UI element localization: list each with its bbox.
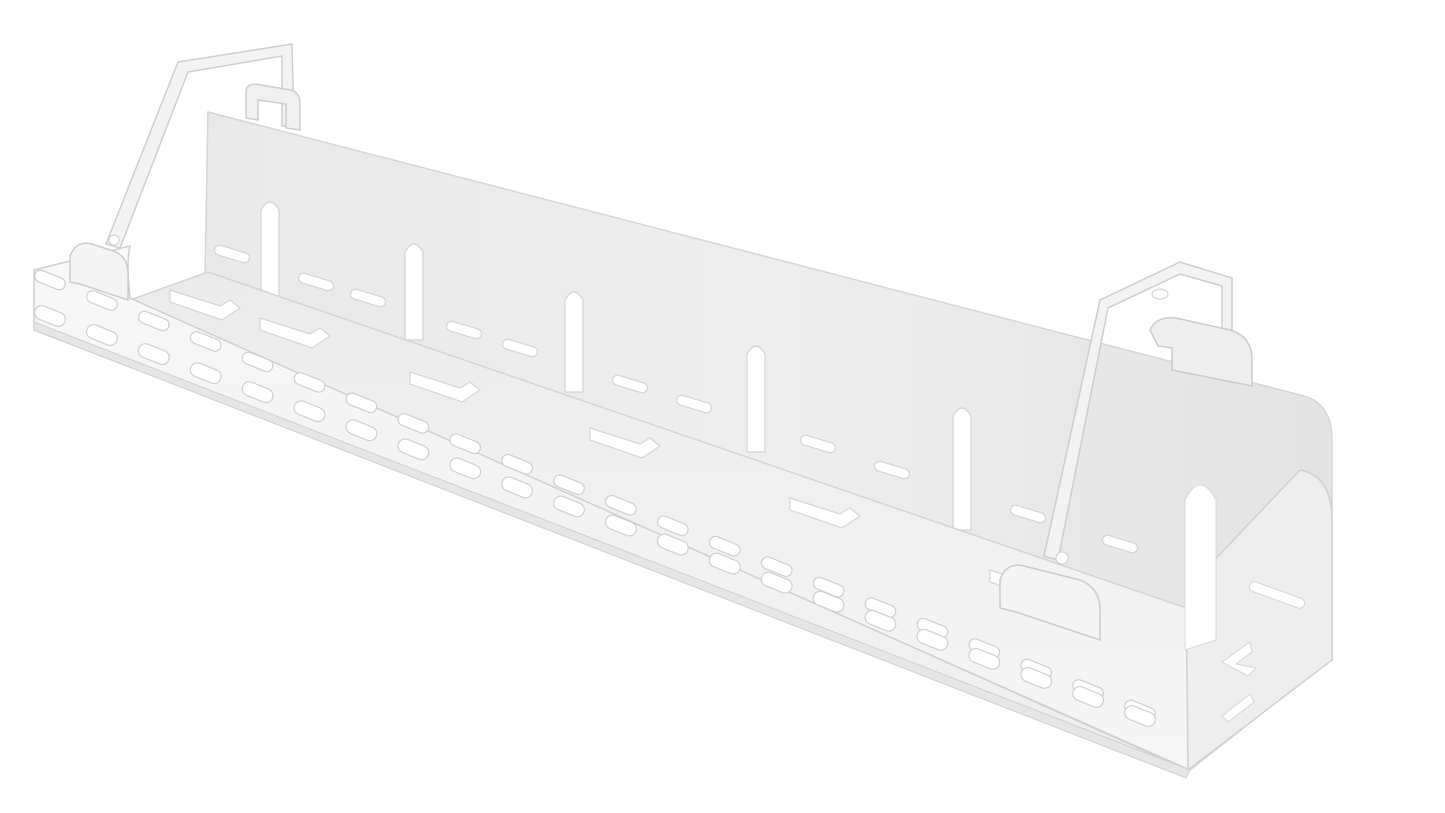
floor-cutout xyxy=(789,497,862,529)
rail-slot-upper xyxy=(137,310,170,332)
back-keyhole-slot xyxy=(404,243,424,341)
back-dash-slot xyxy=(1009,504,1047,524)
back-keyhole-slot xyxy=(952,407,972,531)
rail-slot-lower xyxy=(812,590,845,613)
front-rail-edge xyxy=(33,321,1191,779)
back-dash-slot xyxy=(675,394,713,414)
floor-cutout xyxy=(409,371,482,403)
rail-slot-upper xyxy=(656,515,689,537)
floor-cutout xyxy=(589,427,662,459)
right-bracket-hole xyxy=(1151,288,1169,300)
back-dash-slot xyxy=(611,374,649,394)
rail-slot-lower xyxy=(449,457,482,480)
rail-slot-lower xyxy=(708,552,741,575)
right-bracket-foot xyxy=(999,564,1101,642)
back-dash-slot xyxy=(873,460,911,480)
rail-slot-upper xyxy=(241,351,274,373)
right-bracket-hook xyxy=(1149,317,1253,387)
rail-slot-upper xyxy=(760,556,793,578)
rail-slot-lower xyxy=(397,438,430,461)
left-bracket-hook xyxy=(245,83,301,131)
back-dash-slot xyxy=(349,288,387,308)
rail-slot-lower xyxy=(656,533,689,556)
rail-slot-lower xyxy=(137,343,170,366)
rail-slot-lower xyxy=(345,419,378,442)
back-dash-slot xyxy=(799,434,837,454)
back-keyhole-slot xyxy=(260,201,280,297)
rail-slot-lower xyxy=(605,514,637,537)
back-keyhole-slot xyxy=(564,291,584,393)
back-dash-slot xyxy=(297,272,335,292)
rail-slot-upper xyxy=(34,269,66,291)
rail-slot-lower xyxy=(1072,685,1105,708)
rail-slot-upper xyxy=(345,392,378,414)
back-dash-slot xyxy=(445,320,483,340)
back-dash-slot xyxy=(213,244,251,264)
rail-slot-upper xyxy=(553,474,585,496)
right-end-panel xyxy=(1185,469,1333,772)
rail-slot-lower xyxy=(968,647,1001,670)
rail-slot-lower xyxy=(1020,666,1053,689)
floor-cutout xyxy=(169,289,242,321)
rail-slot-lower xyxy=(864,609,897,632)
right-bracket xyxy=(999,261,1253,642)
rail-slot-upper xyxy=(708,535,741,557)
rail-slot-lower xyxy=(189,362,222,385)
floor-cutout xyxy=(259,317,332,349)
front-rail-slots xyxy=(34,269,1156,727)
right-end-cutouts xyxy=(1184,484,1306,723)
rail-slot-upper xyxy=(449,433,482,455)
back-dash-slot xyxy=(501,338,539,358)
rail-slot-upper xyxy=(86,290,118,311)
rail-slot-lower xyxy=(501,476,534,499)
left-bracket-strap xyxy=(104,43,295,249)
rail-slot-lower xyxy=(293,400,326,423)
back-dash-slot xyxy=(1101,534,1139,554)
right-bracket-strap xyxy=(1043,261,1233,561)
left-bracket-foot xyxy=(69,242,129,302)
rail-slot-lower xyxy=(916,628,949,651)
rail-slot-lower xyxy=(553,495,585,518)
rail-slot-upper xyxy=(397,412,430,434)
rail-slot-lower xyxy=(85,324,118,347)
rail-slot-upper xyxy=(189,331,222,352)
rail-slot-lower xyxy=(241,381,274,404)
rail-slot-upper xyxy=(293,372,326,393)
rail-slot-upper xyxy=(605,494,637,516)
left-bracket xyxy=(104,43,301,249)
back-keyhole-slot xyxy=(746,345,766,453)
rail-slot-lower xyxy=(760,571,793,594)
rail-slot-lower xyxy=(34,305,66,327)
rail-slot-upper xyxy=(501,453,534,475)
rail-slot-lower xyxy=(1124,705,1156,727)
